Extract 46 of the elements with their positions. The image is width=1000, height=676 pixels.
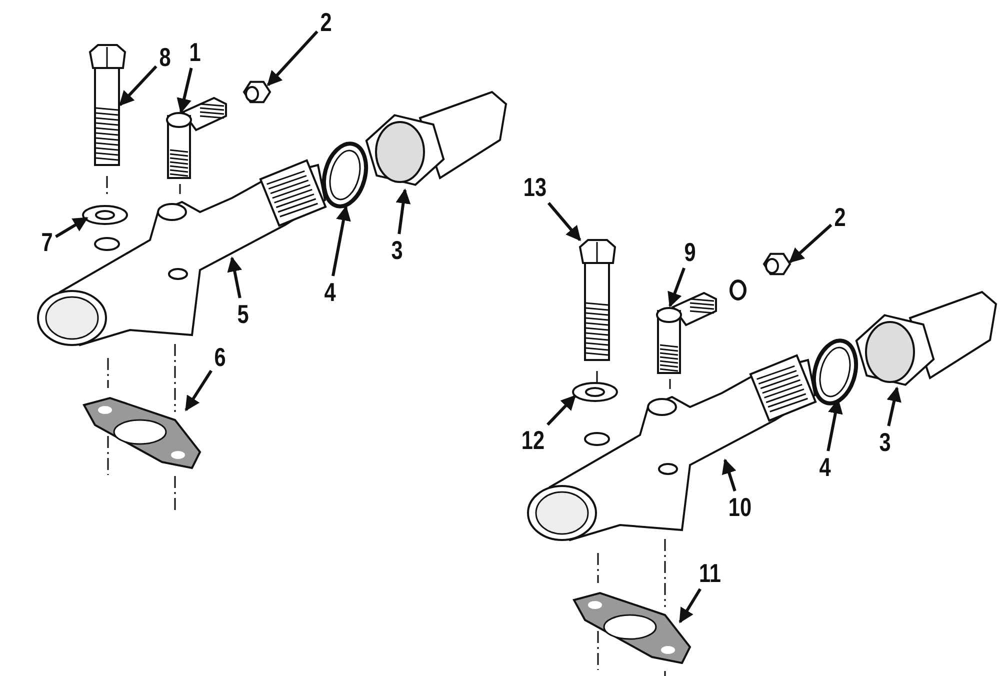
cap-nut-drawing xyxy=(855,290,998,386)
nut-drawing xyxy=(242,80,272,104)
elbow-fitting-drawing xyxy=(656,292,717,374)
washer-drawing xyxy=(82,205,128,225)
sealing-ring-drawing xyxy=(322,142,368,208)
leader-arrow xyxy=(546,394,576,426)
leader-arrow xyxy=(788,224,832,264)
leader-arrow xyxy=(678,588,702,624)
leader-arrow xyxy=(118,65,158,106)
leader-arrow xyxy=(668,267,686,308)
leader-arrow xyxy=(826,398,843,452)
washer-drawing xyxy=(572,382,618,402)
callout-number: 2 xyxy=(834,204,846,230)
leader-arrow xyxy=(266,30,318,86)
callout-number: 12 xyxy=(521,427,545,453)
gasket-drawing xyxy=(82,396,202,470)
leader-arrow xyxy=(184,370,212,412)
callout-number: 6 xyxy=(214,344,226,370)
callout-number: 7 xyxy=(41,229,53,255)
callout-number: 10 xyxy=(728,494,752,520)
cap-nut-drawing xyxy=(365,90,508,186)
callout-number: 9 xyxy=(684,239,696,265)
leader-arrow xyxy=(396,188,411,234)
leader-arrow xyxy=(227,256,242,298)
callout-number: 3 xyxy=(879,429,891,455)
gasket-drawing xyxy=(572,592,692,664)
nut-drawing xyxy=(762,252,792,276)
leader-arrow xyxy=(176,68,193,114)
leader-arrow xyxy=(547,202,582,242)
callout-number: 1 xyxy=(189,39,201,65)
callout-number: 11 xyxy=(699,560,721,586)
callout-number: 2 xyxy=(320,9,332,35)
callout-number: 8 xyxy=(159,44,171,70)
leader-arrow xyxy=(332,206,351,276)
callout-number: 4 xyxy=(324,279,336,305)
bolt-drawing xyxy=(88,44,126,166)
sealing-ring-drawing xyxy=(812,338,858,406)
callout-number: 4 xyxy=(819,454,831,480)
callout-number: 5 xyxy=(237,301,249,327)
leader-arrow xyxy=(55,216,88,238)
callout-number: 13 xyxy=(523,174,547,200)
leader-arrow xyxy=(886,386,902,426)
leader-arrow xyxy=(722,458,736,492)
bolt-drawing xyxy=(578,239,616,361)
elbow-fitting-drawing xyxy=(166,96,227,179)
callout-number: 3 xyxy=(391,237,403,263)
